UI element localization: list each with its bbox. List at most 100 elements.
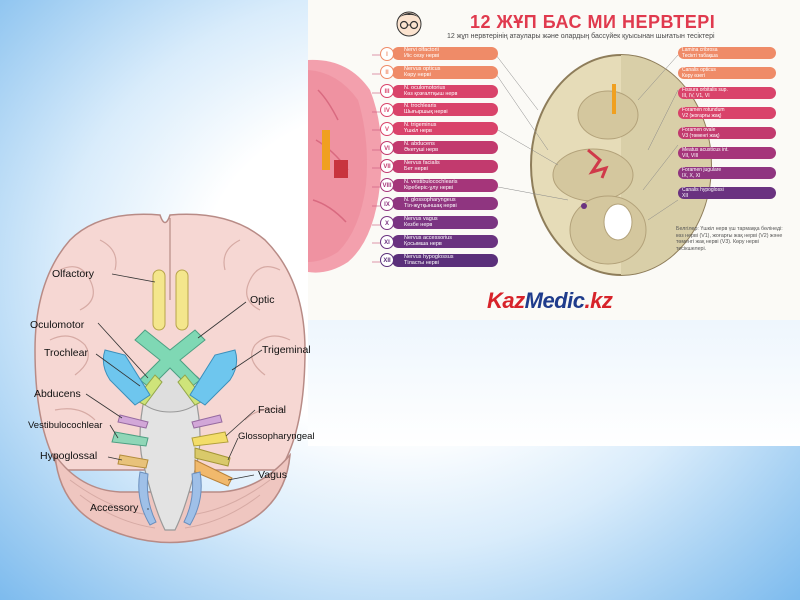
sagittal-nerve-highlight <box>322 130 330 170</box>
foramen-pill-6: Meatus acusticus int.VII, VIII <box>678 147 776 159</box>
label-vagus: Vagus <box>258 469 287 481</box>
foramen-pill-line: Canalis opticus <box>682 67 716 73</box>
middle-fossa <box>552 148 634 202</box>
foramen-pill-line: XII <box>682 192 689 199</box>
foramen-pill-line: Тесікті табақша <box>682 52 718 59</box>
vagus-nerve <box>194 459 233 487</box>
logo-part-medic: Medic <box>524 288 585 313</box>
nerve-pill-line: N. trochlearis <box>404 103 437 110</box>
skull-nerve-marks <box>587 148 609 179</box>
logo-part-kz: .kz <box>584 288 613 313</box>
label-glossopharyngeal: Glossopharyngeal <box>238 431 315 442</box>
glossopharyngeal-nerve <box>194 447 231 467</box>
nerve-pill-line: Тіласты нерві <box>404 259 439 266</box>
nerve-number-badge: X <box>380 215 394 230</box>
abducens-nerve-right <box>191 414 223 429</box>
student-avatar-icon <box>396 11 422 37</box>
nerve-pill-line: Әкетуші нерв <box>404 147 439 153</box>
poster-lower-strip <box>308 320 800 446</box>
foramen-pill-line: V3 (төменгі жақ) <box>682 132 720 139</box>
label-optic: Optic <box>250 294 275 306</box>
nerve-number-badge: III <box>380 84 394 99</box>
olfactory-nerve-left <box>152 269 166 331</box>
nerve-pill-line: N. glossopharyngeus <box>404 197 456 204</box>
nerve-number-badge: VI <box>380 140 394 155</box>
label-olfactory: Olfactory <box>52 268 95 280</box>
label-accessory: Accessory <box>90 502 139 514</box>
nerve-pill-line: Nervus vagus <box>404 216 438 223</box>
nerve-pill-line: Иіс сезу нерві <box>404 53 440 59</box>
foramen-pill-line: VII, VIII <box>682 152 699 159</box>
nerve-pill-line: Nervus hypoglossus <box>404 253 454 260</box>
nerve-pill-line: Кезбе нерв <box>404 222 433 229</box>
nerve-pill-line: Nervi olfactorii <box>404 47 439 53</box>
trigeminal-nerve-left <box>102 349 151 406</box>
nerve-pill-line: N. abducens <box>404 141 435 147</box>
foramen-pill-line: Meatus acusticus int. <box>682 147 729 153</box>
kazmedic-logo: KazMedic.kz <box>487 288 613 314</box>
right-connector-lines <box>495 54 679 221</box>
foramen-pill-line: Lamina cribrosa <box>682 47 718 53</box>
olfactory-nerve-right <box>175 269 189 331</box>
cerebellar-folia <box>69 479 271 529</box>
nerve-number-badge: VII <box>380 159 394 174</box>
nerve-number-badge: IV <box>380 102 394 117</box>
foramen-pill-line: V2 (жоғарғы жақ) <box>682 112 722 119</box>
foramen-pill-line: Foramen rotundum <box>682 107 725 113</box>
label-leader-lines <box>85 273 263 510</box>
nerve-pill-line: Көру нерві <box>404 71 431 78</box>
foramen-pill-3: Fissura orbitalis sup.III, IV, V1, VI <box>678 87 776 99</box>
poster-title: 12 ЖҰП БАС МИ НЕРВТЕРІ <box>470 12 716 32</box>
hypoglossal-nerve <box>117 454 149 469</box>
accessory-nerve-left <box>138 471 157 526</box>
label-oculomotor: Oculomotor <box>30 319 85 331</box>
left-connector-lines <box>372 54 380 263</box>
nerve-pill-line: Тіл-жұтқыншақ нерві <box>404 203 457 210</box>
poster-legend-note: Белгілер: Үшкіл нерв үш тармаққа бөлінед… <box>676 226 783 252</box>
nerve-pill-line: Шығыршық нерві <box>404 109 448 116</box>
foramen-pill-line: Көру өзегі <box>682 72 706 79</box>
brain-base-diagram <box>34 213 306 544</box>
label-abducens: Abducens <box>34 388 81 400</box>
nerve-number-badge: VIII <box>380 178 394 193</box>
label-vestibulocochlear: Vestibulocochlear <box>28 420 103 431</box>
nerve-number-badge: II <box>380 65 394 80</box>
nerve-pill-line: Nervus opticus <box>404 65 441 72</box>
facial-nerve-right <box>191 431 229 447</box>
nerve-pill-line: Көз қозғалтқыш нерв <box>404 90 458 97</box>
label-hypoglossal: Hypoglossal <box>40 450 98 462</box>
trigeminal-nerve-right <box>189 349 238 406</box>
poster-artwork <box>308 54 712 276</box>
foramen-pill-line: Fissura orbitalis sup. <box>682 87 728 93</box>
foramen-pill-line: III, IV, V1, VI <box>682 92 710 99</box>
foramen-pill-line: Canalis hypoglossi <box>682 187 724 193</box>
cerebral-gyri <box>49 239 291 421</box>
nerve-pill-line: Қосымша нерв <box>404 241 442 247</box>
nerve-number-badge: XII <box>380 253 394 268</box>
accessory-nerve-right <box>183 471 202 526</box>
nerve-pill-line: Кіреберіс-ұлу нерві <box>404 184 454 191</box>
anterior-fossa <box>577 90 639 140</box>
sagittal-nerve-highlight-2 <box>334 160 348 178</box>
cerebrum <box>34 213 306 471</box>
foramen-pill-line: IX, X, XI <box>682 172 701 179</box>
nerve-pill-line: Nervus facialis <box>404 159 440 166</box>
